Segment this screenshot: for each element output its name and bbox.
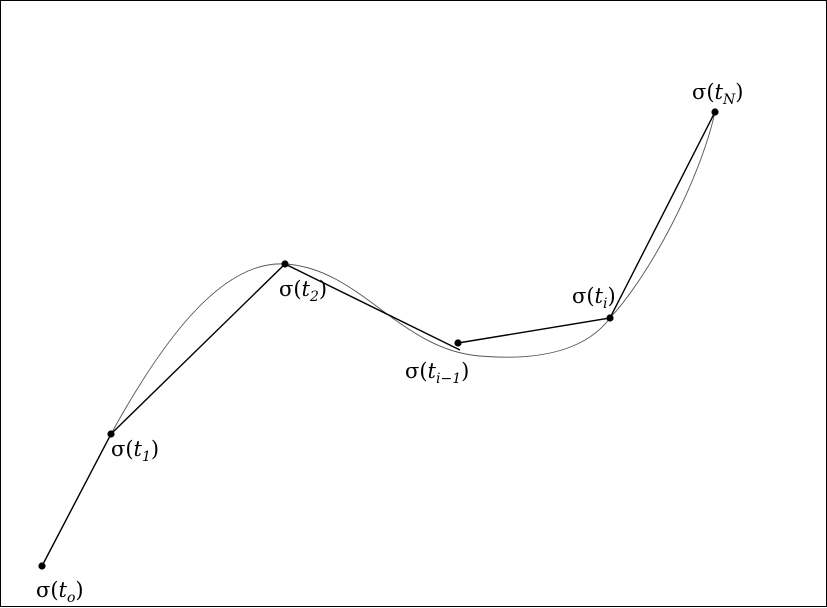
vertex-t0 xyxy=(38,562,46,570)
vertex-t2 xyxy=(281,260,289,268)
smooth-curve xyxy=(41,111,716,567)
label-t0: σ(to) xyxy=(36,578,84,606)
vertex-ti-1 xyxy=(454,339,462,347)
vertex-ti xyxy=(606,314,614,322)
vertex-tN xyxy=(711,108,719,116)
label-t2: σ(t2) xyxy=(279,277,327,305)
polygonal-path-left xyxy=(41,263,461,567)
vertex-t1 xyxy=(107,430,115,438)
label-ti-1: σ(ti−1) xyxy=(405,359,469,387)
label-ti: σ(ti) xyxy=(572,284,616,312)
label-tN: σ(tN) xyxy=(692,80,743,108)
label-t1: σ(t1) xyxy=(111,437,159,465)
polygonal-path-right xyxy=(457,111,716,344)
